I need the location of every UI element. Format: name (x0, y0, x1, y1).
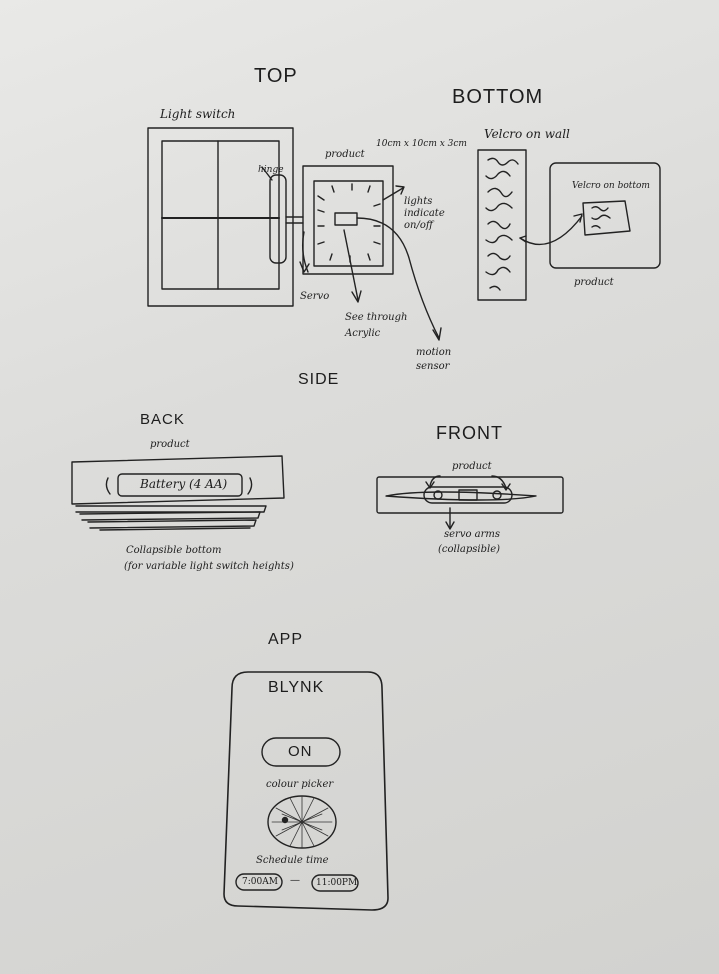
acrylic-label: See through Acrylic (345, 312, 408, 339)
back-title: BACK (140, 411, 185, 428)
battery-label: Battery (4 AA) (140, 477, 228, 491)
front-view-drawing (376, 475, 564, 530)
front-title: FRONT (436, 423, 503, 443)
lights-indicator-label: lights indicate on/off (404, 196, 445, 231)
servo-arms-label: servo arms (444, 529, 501, 540)
collapsible-note-label: (for variable light switch heights) (124, 561, 294, 572)
product-back-label: product (150, 439, 190, 450)
light-switch-drawing (147, 127, 294, 307)
phone-drawing (223, 671, 389, 911)
colour-picker-label: colour picker (266, 779, 334, 790)
hinge-drawing (261, 166, 304, 264)
product-bottom-label: product (574, 277, 614, 288)
product-front-label: product (452, 461, 492, 472)
motion-sensor-label: motion sensor (416, 347, 452, 372)
app-title: APP (268, 631, 304, 648)
end-time-button[interactable]: 11:00PM (316, 878, 358, 888)
on-button[interactable]: ON (288, 743, 313, 760)
hinge-label: hinge (258, 165, 284, 175)
top-title: TOP (254, 65, 298, 87)
product-top-drawing (299, 165, 442, 341)
product-bottom-drawing (519, 162, 661, 269)
dimensions-label: 10cm x 10cm x 3cm (376, 139, 467, 149)
back-view-drawing (71, 455, 285, 531)
start-time-button[interactable]: 7:00AM (242, 877, 278, 887)
time-dash: — (290, 875, 300, 886)
light-switch-label: Light switch (160, 107, 236, 121)
schedule-label: Schedule time (256, 855, 329, 866)
servo-label: Servo (300, 291, 330, 302)
side-title: SIDE (298, 371, 340, 388)
colour-picker-wheel[interactable] (268, 796, 336, 848)
velcro-wall-label: Velcro on wall (484, 127, 570, 141)
velcro-bottom-label: Velcro on bottom (572, 181, 650, 191)
bottom-title: BOTTOM (452, 86, 544, 108)
collapsible-front-label: (collapsible) (438, 544, 501, 555)
collapsible-bottom-label: Collapsible bottom (126, 545, 222, 556)
velcro-wall-drawing (477, 149, 527, 301)
blynk-brand: BLYNK (268, 679, 325, 696)
product-top-label: product (325, 149, 365, 160)
